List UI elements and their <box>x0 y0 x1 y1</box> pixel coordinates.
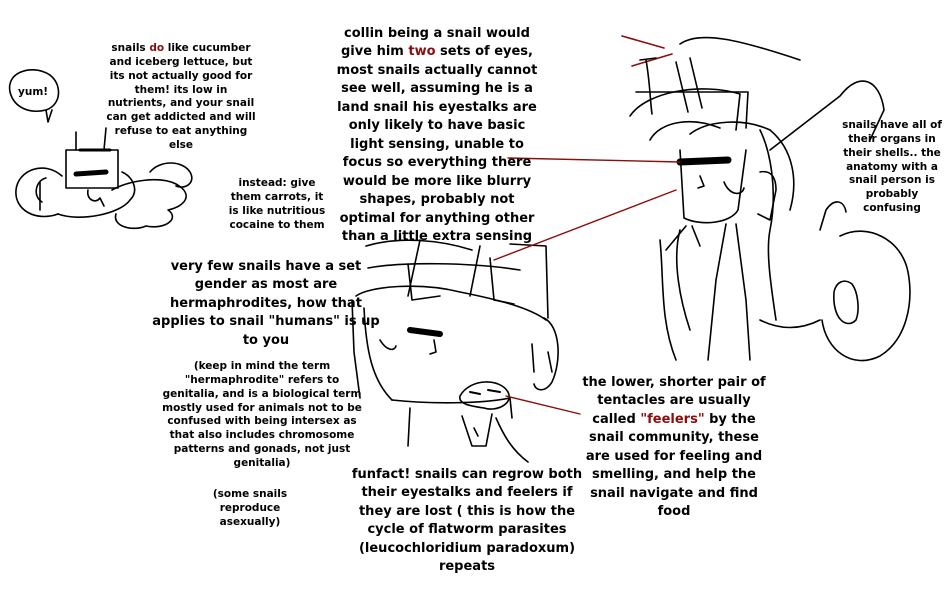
eyes-note-highlight: two <box>408 44 436 60</box>
organs-note: snails have all of their organs in their… <box>842 119 942 215</box>
eyes-note-pre: collin being a snail would give him <box>341 26 530 60</box>
eyes-note: collin being a snail would give him two … <box>330 25 544 246</box>
large-character-drawing <box>621 35 911 362</box>
eyes-note-post: sets of eyes, most snails actually canno… <box>336 44 538 244</box>
head-closeup-drawing <box>351 239 559 463</box>
feelers-note-highlight: "feelers" <box>640 411 705 427</box>
carrots-note: instead: give them carrots, it is like n… <box>228 177 326 231</box>
feelers-note: the lower, shorter pair of tentacles are… <box>576 374 772 522</box>
feelers-note-post: by the snail community, these are used f… <box>585 411 763 520</box>
diet-note-highlight: do <box>149 42 165 54</box>
snail-character-drawing <box>8 68 193 230</box>
speech-bubble-shape <box>8 68 60 123</box>
gender-note: very few snails have a set gender as mos… <box>152 259 380 348</box>
term-note: (keep in mind the term "hermaphrodite" r… <box>162 360 362 470</box>
diet-note-post: like cucumber and iceberg lettuce, but i… <box>106 42 256 152</box>
asexual-note: (some snails reproduce asexually) <box>212 488 288 528</box>
diet-note: snails do like cucumber and iceberg lett… <box>104 42 258 153</box>
annotation-leader-lines <box>493 157 681 415</box>
funfact-note: funfact! snails can regrow both their ey… <box>351 467 583 575</box>
speech-bubble-text: yum! <box>18 86 49 98</box>
feelers-note-pre: the lower, shorter pair of tentacles are… <box>582 375 766 427</box>
diet-note-pre: snails <box>111 42 150 54</box>
